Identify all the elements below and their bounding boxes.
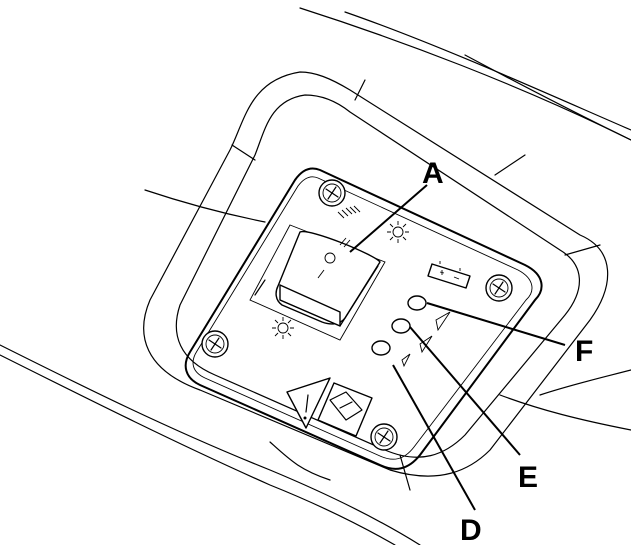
- callout-f: F: [575, 335, 593, 368]
- battery-icon: [427, 261, 471, 289]
- led-f: [407, 295, 451, 332]
- leader-lines: [349, 184, 566, 511]
- led-d: [371, 340, 411, 368]
- light-burst-icon-lower: [272, 317, 294, 339]
- rocker-switch-icon[interactable]: [249, 205, 386, 341]
- faceplate: [184, 167, 543, 470]
- screw-bottom-left: [201, 330, 229, 358]
- screw-bottom: [370, 423, 398, 451]
- housing-outline: [0, 7, 631, 545]
- led-e: [391, 318, 433, 354]
- callout-d: D: [460, 514, 482, 545]
- open-book-icon: [317, 382, 373, 437]
- screw-top-left: [318, 179, 346, 207]
- warning-triangle-icon: [286, 377, 331, 429]
- light-burst-icon: [387, 221, 409, 243]
- screw-right: [485, 274, 513, 302]
- callout-a: A: [422, 157, 444, 190]
- callout-e: E: [518, 461, 538, 494]
